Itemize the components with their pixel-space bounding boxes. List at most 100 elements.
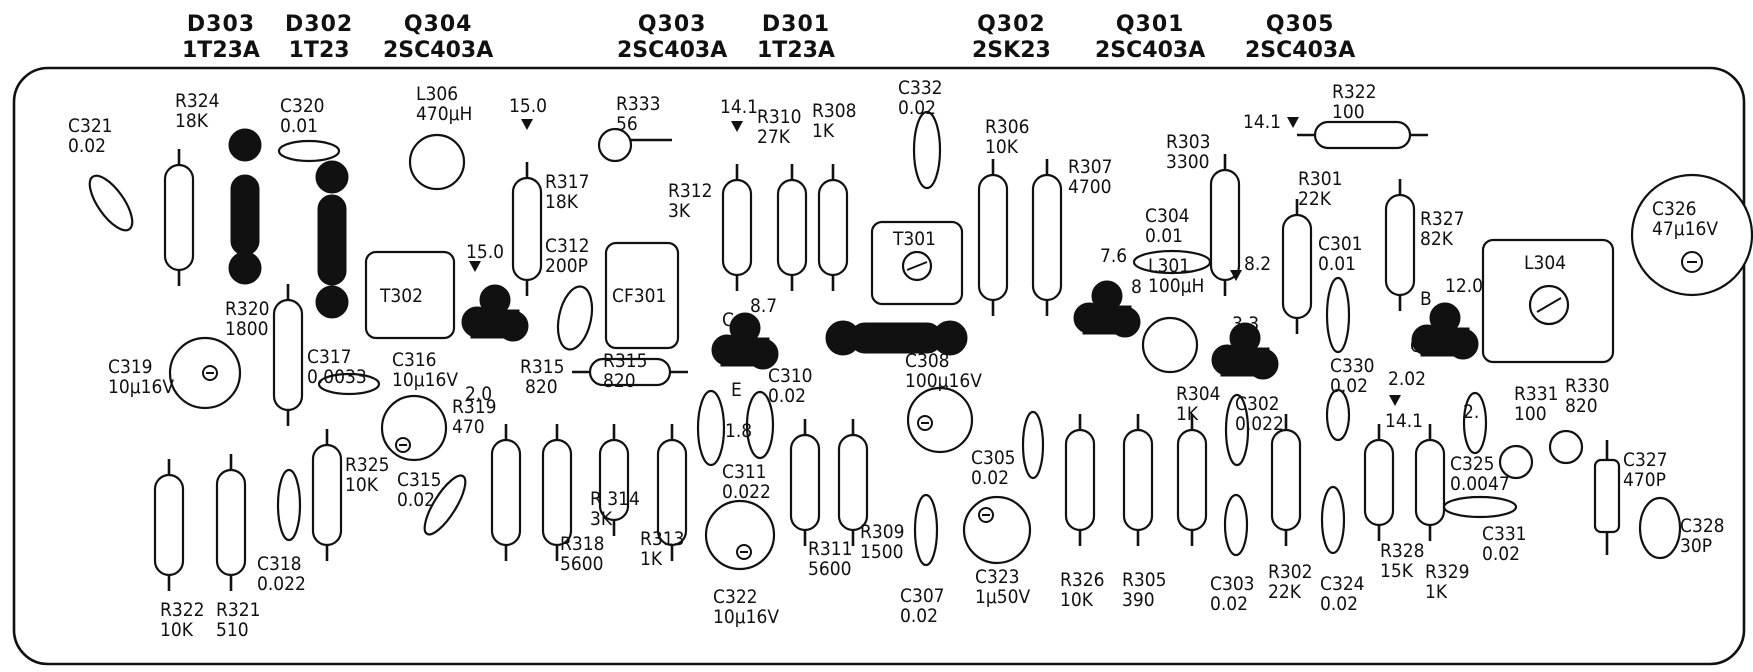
label-c324-ref: C324 (1320, 573, 1365, 595)
resistor-r311 (789, 433, 821, 532)
resistor-r327 (1384, 193, 1416, 297)
label-c325-ref: C325 (1450, 453, 1495, 475)
voltage-marker-8-2 (1230, 270, 1242, 281)
diode-d303-pad-bottom (228, 251, 262, 285)
label-c301-ref: C301 (1318, 233, 1363, 255)
resistor-r302 (1270, 428, 1302, 532)
label-c301-value: 0.01 (1318, 253, 1356, 275)
label-r302-ref: R302 (1268, 561, 1313, 583)
capacitor-c328 (1638, 496, 1682, 560)
label-r314-ref: R 314 (590, 488, 640, 510)
label-r322-lower-value: 10K (160, 619, 194, 641)
label-r317-value: 18K (545, 191, 579, 213)
capacitor-c316 (380, 394, 448, 462)
diode-d302 (317, 194, 347, 286)
capacitor-c332 (912, 110, 942, 190)
voltage-marker-15a (521, 119, 533, 130)
label-c318-value: 0.022 (257, 573, 306, 595)
voltage-marker-14c (1389, 395, 1401, 406)
label-c316-value: 10μ16V (392, 369, 458, 391)
label-c303-value: 0.02 (1210, 593, 1248, 615)
label-c310-ref: C310 (768, 365, 813, 387)
capacitor-c318 (276, 468, 302, 542)
resistor-r325 (311, 443, 343, 547)
label-r305-value: 390 (1122, 589, 1155, 611)
label-r311-value: 5600 (808, 558, 852, 580)
label-r313-value: 1K (640, 548, 663, 570)
label-r325-value: 10K (345, 474, 379, 496)
voltage-8-7: 8.7 (750, 295, 777, 317)
voltage-15-top: 15.0 (509, 95, 547, 117)
capacitor-c320 (277, 139, 341, 163)
resistor-r313 (656, 438, 688, 547)
label-l306-value: 470μH (416, 103, 472, 125)
capacitor-c311-body (696, 389, 726, 467)
label-r306-ref: R306 (985, 116, 1030, 138)
resistor-r315-h (588, 357, 672, 387)
label-r322-top-value: 100 (1332, 101, 1365, 123)
label-r318-ref: R318 (560, 533, 605, 555)
label-c322-ref: C322 (713, 586, 758, 608)
label-r328-ref: R328 (1380, 540, 1425, 562)
label-r310-value: 27K (757, 126, 791, 148)
label-c315-ref: C315 (397, 469, 442, 491)
diode-d301 (849, 322, 943, 354)
board-outline (12, 66, 1746, 666)
voltage-1-8: 1.8 (725, 420, 752, 442)
label-c315-value: 0.02 (397, 489, 435, 511)
label-r325-ref: R325 (345, 454, 390, 476)
label-c319-value: 10μ16V (108, 376, 174, 398)
resistor-r301 (1281, 213, 1313, 320)
label-r329-ref: R329 (1425, 561, 1470, 583)
label-r307-ref: R307 (1068, 156, 1113, 178)
voltage-3-3: 3.3 (1232, 313, 1259, 335)
capacitor-c321 (88, 174, 134, 232)
voltage-marker-14b (1287, 117, 1299, 128)
label-r327-value: 82K (1420, 228, 1454, 250)
label-r333-value: 56 (616, 113, 638, 135)
label-r305-ref: R305 (1122, 569, 1167, 591)
label-r308-value: 1K (812, 120, 835, 142)
capacitor-c301 (1325, 276, 1351, 354)
capacitor-c302 (1224, 393, 1250, 467)
label-c302-ref: C302 (1235, 393, 1280, 415)
pin-letter-c-q305: B (1420, 288, 1432, 310)
label-r312-value: 3K (668, 200, 691, 222)
label-c327-ref: C327 (1623, 449, 1668, 471)
transistor-q303-body (720, 337, 770, 367)
label-r328-value: 15K (1380, 560, 1414, 582)
label-r301-ref: R301 (1298, 168, 1343, 190)
label-c325-value: 0.0047 (1450, 473, 1510, 495)
resistor-r306 (977, 173, 1009, 302)
capacitor-c315 (423, 474, 467, 536)
capacitor-c317 (317, 372, 381, 396)
label-c307-value: 0.02 (900, 605, 938, 627)
diode-d301-pad-right (932, 320, 968, 356)
capacitor-c325-small (1462, 391, 1488, 455)
label-r309-ref: R309 (860, 521, 905, 543)
pin-letter-e-q303: E (731, 379, 742, 401)
inductor-l301 (1141, 316, 1199, 374)
resistor-r328 (1363, 438, 1395, 527)
label-r324-value: 18K (175, 110, 209, 132)
resistor-r317 (511, 176, 543, 282)
label-r307-value: 4700 (1068, 176, 1112, 198)
transformer-t301-slot (906, 261, 928, 271)
diode-d303-pad-top (228, 128, 262, 162)
label-c331-ref: C331 (1482, 523, 1527, 545)
transistor-q304-body (470, 309, 520, 339)
label-r324-ref: R324 (175, 90, 220, 112)
label-c308-value: 100μ16V (905, 370, 982, 392)
label-c311-ref: C311 (722, 461, 767, 483)
capacitor-c322 (704, 499, 776, 571)
voltage-12: 12.0 (1445, 275, 1483, 297)
label-c304-ref: C304 (1145, 205, 1190, 227)
label-c316-ref: C316 (392, 349, 437, 371)
label-r331-ref: R331 (1514, 383, 1559, 405)
label-c320-ref: C320 (280, 95, 325, 117)
transformer-t302 (364, 250, 456, 340)
label-r311-ref: R311 (808, 538, 853, 560)
